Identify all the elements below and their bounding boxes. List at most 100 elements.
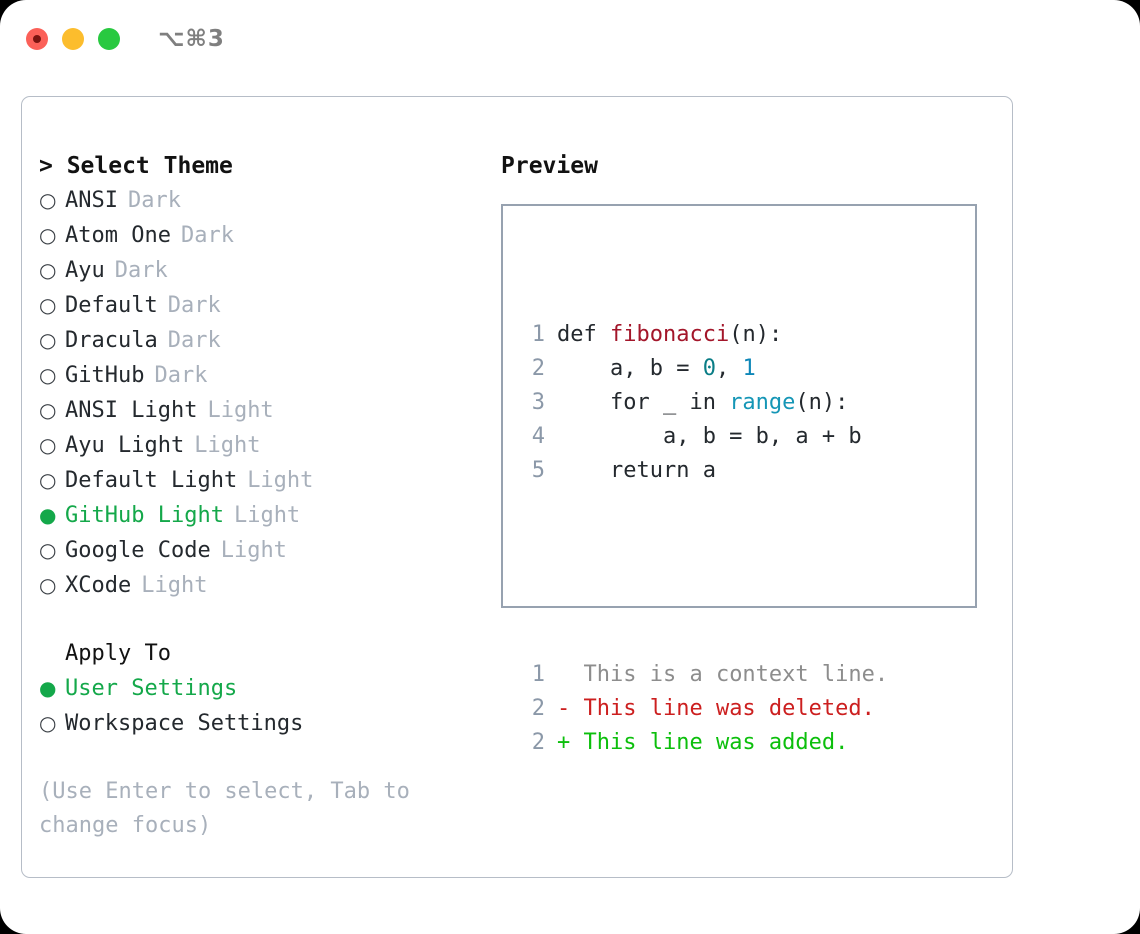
line-number: 3 xyxy=(531,390,545,415)
select-theme-heading: > Select Theme xyxy=(39,153,233,179)
diff-sign-added: + xyxy=(557,730,571,755)
code-line: 1 def fibonacci(n): xyxy=(517,318,888,352)
line-number: 2 xyxy=(531,356,545,381)
preview-spacer xyxy=(517,556,888,590)
radio-unselected-icon[interactable]: ○ xyxy=(39,468,57,492)
diff-line-text: This line was deleted. xyxy=(570,696,875,721)
theme-option-row[interactable]: ○ Atom One Dark xyxy=(39,218,489,253)
diff-sign-context xyxy=(557,658,570,692)
keyboard-hint-text: (Use Enter to select, Tab to change focu… xyxy=(39,779,424,838)
line-number: 1 xyxy=(531,662,545,687)
diff-line-text: This line was added. xyxy=(570,730,849,755)
theme-option-name: GitHub xyxy=(65,363,145,388)
code-line: 2 a, b = 0, 1 xyxy=(517,352,888,386)
theme-option-name: XCode xyxy=(65,573,132,598)
code-token-plain: return a xyxy=(557,458,716,483)
code-token-plain: a, b = xyxy=(557,356,703,381)
line-number: 1 xyxy=(531,322,545,347)
code-token-number: 0 xyxy=(702,356,716,381)
apply-to-option-name: Workspace Settings xyxy=(65,711,304,736)
code-token-plain: (n): xyxy=(729,322,783,347)
code-token-plain: a, b = b, a + b xyxy=(557,424,862,449)
zoom-window-button[interactable] xyxy=(98,28,120,50)
theme-variant-label: Dark xyxy=(154,363,208,388)
close-window-button[interactable] xyxy=(26,28,48,50)
diff-line: 2 + This line was added. xyxy=(517,726,888,760)
apply-to-option-row[interactable]: ● User Settings xyxy=(39,671,489,706)
code-line: 4 a, b = b, a + b xyxy=(517,420,888,454)
radio-unselected-icon[interactable]: ○ xyxy=(39,328,57,352)
code-token-function: fibonacci xyxy=(609,322,730,347)
code-line-text: def fibonacci(n): xyxy=(557,318,782,352)
radio-unselected-icon[interactable]: ○ xyxy=(39,188,57,212)
theme-option-name: ANSI xyxy=(65,188,118,213)
theme-option-name: Atom One xyxy=(65,223,171,248)
minimize-window-button[interactable] xyxy=(62,28,84,50)
line-number: 5 xyxy=(531,458,545,483)
code-line-text: return a xyxy=(557,454,716,488)
code-token-plain: def xyxy=(557,322,610,347)
theme-variant-label: Light xyxy=(233,503,301,528)
theme-variant-label: Dark xyxy=(167,328,221,353)
diff-line-text: This is a context line. xyxy=(570,662,889,687)
radio-unselected-icon[interactable]: ○ xyxy=(39,398,57,422)
line-number: 2 xyxy=(531,730,545,755)
theme-option-row[interactable]: ○ ANSI Light Light xyxy=(39,393,489,428)
theme-variant-label: Dark xyxy=(114,258,168,283)
radio-unselected-icon[interactable]: ○ xyxy=(39,293,57,317)
apply-to-heading: Apply To xyxy=(65,641,171,666)
line-number: 4 xyxy=(531,424,545,449)
theme-variant-label: Light xyxy=(207,398,274,423)
radio-selected-icon[interactable]: ● xyxy=(39,676,57,700)
code-token-plain: (n): xyxy=(795,390,849,415)
theme-variant-label: Dark xyxy=(167,293,221,318)
theme-option-row[interactable]: ○ GitHub Dark xyxy=(39,358,489,393)
preview-heading: Preview xyxy=(501,153,598,179)
apply-to-option-name: User Settings xyxy=(65,676,238,701)
apply-to-option-row[interactable]: ○ Workspace Settings xyxy=(39,706,489,741)
diff-line: 1 This is a context line. xyxy=(517,658,888,692)
theme-variant-label: Light xyxy=(247,468,314,493)
code-token-plain: , xyxy=(715,356,743,381)
diff-line: 2- This line was deleted. xyxy=(517,692,888,726)
keyboard-shortcut-label: ⌥⌘3 xyxy=(158,26,225,52)
radio-unselected-icon[interactable]: ○ xyxy=(39,258,57,282)
radio-unselected-icon[interactable]: ○ xyxy=(39,433,57,457)
radio-selected-icon[interactable]: ● xyxy=(39,503,57,527)
apply-to-options-list: ● User Settings ○ Workspace Settings xyxy=(39,671,489,741)
theme-option-row[interactable]: ○ Ayu Light Light xyxy=(39,428,489,463)
diff-sign-deleted: - xyxy=(557,696,571,721)
code-line: 3 for _ in range(n): xyxy=(517,386,888,420)
theme-option-name: Google Code xyxy=(65,538,211,563)
code-line-text: for _ in range(n): xyxy=(557,386,848,420)
theme-option-name: Ayu Light xyxy=(65,433,185,458)
theme-variant-label: Light xyxy=(141,573,208,598)
title-bar: ⌥⌘3 xyxy=(0,0,1140,78)
theme-variant-label: Dark xyxy=(180,223,234,248)
code-line-text: a, b = 0, 1 xyxy=(557,352,756,386)
code-token-number2: 1 xyxy=(742,356,756,381)
radio-unselected-icon[interactable]: ○ xyxy=(39,223,57,247)
code-token-call: range xyxy=(729,390,796,415)
code-line-text: a, b = b, a + b xyxy=(557,420,862,454)
radio-unselected-icon[interactable]: ○ xyxy=(39,538,57,562)
radio-unselected-icon[interactable]: ○ xyxy=(39,363,57,387)
theme-variant-label: Light xyxy=(194,433,261,458)
theme-option-name: ANSI Light xyxy=(65,398,198,423)
line-number: 2 xyxy=(531,696,545,721)
radio-unselected-icon[interactable]: ○ xyxy=(39,711,57,735)
radio-unselected-icon[interactable]: ○ xyxy=(39,573,57,597)
theme-option-row[interactable]: ○ XCode Light xyxy=(39,568,489,603)
